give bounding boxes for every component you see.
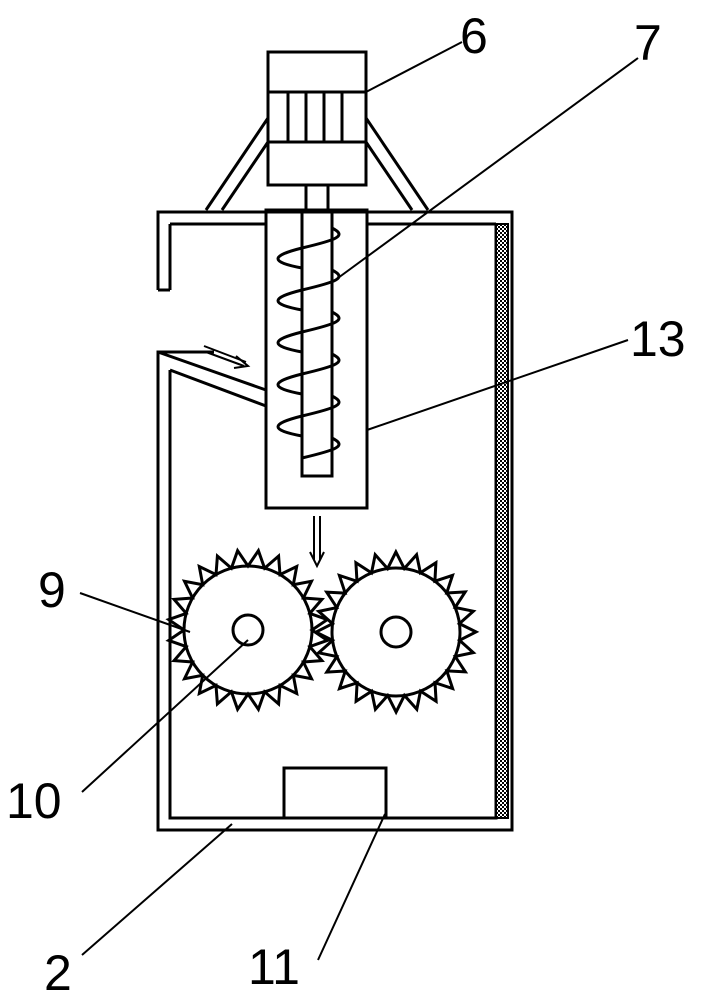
housing (156, 210, 514, 832)
label-9: 9 (38, 562, 66, 618)
label-10: 10 (6, 773, 62, 829)
right-gear-shaft (379, 615, 413, 649)
label-2: 2 (44, 945, 72, 1000)
side-screen (495, 223, 509, 819)
motor-support (204, 117, 430, 211)
right-crushing-gear (312, 548, 480, 716)
leader-lines (79, 41, 639, 961)
screw-conveyor (276, 210, 341, 478)
drive-shaft (304, 183, 330, 214)
motor (266, 50, 368, 187)
label-7: 7 (634, 15, 662, 71)
label-13: 13 (630, 311, 686, 367)
inlet-arrow-icon (203, 345, 251, 369)
collection-box (282, 766, 388, 820)
down-arrow-icon (309, 516, 325, 569)
feed-tube (264, 208, 369, 510)
label-6: 6 (460, 8, 488, 64)
left-crushing-gear (165, 547, 331, 713)
inlet-chute (157, 350, 267, 408)
label-11: 11 (248, 939, 300, 995)
left-gear-shaft (231, 613, 265, 647)
